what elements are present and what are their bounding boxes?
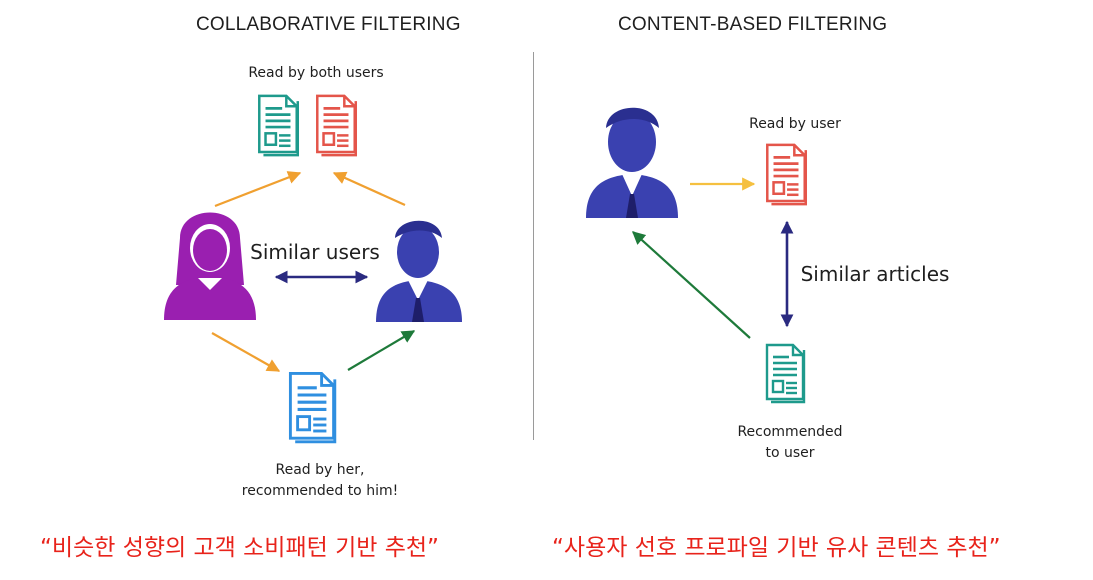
arrow <box>632 231 751 339</box>
recommended-line2: to user <box>765 445 815 461</box>
document-icon <box>288 371 337 444</box>
collaborative-caption: “비슷한 성향의 고객 소비패턴 기반 추천” <box>40 535 439 561</box>
read-by-her-line1: Read by her, <box>275 462 365 478</box>
arrow <box>211 332 281 372</box>
arrow <box>347 330 416 371</box>
read-by-her-line2: recommended to him! <box>241 483 399 499</box>
recommended-line1: Recommended <box>737 424 843 440</box>
read-by-both-label: Read by both users <box>248 65 384 81</box>
document-icon <box>765 343 806 404</box>
arrow <box>332 171 406 207</box>
recommended-to-user-label: Recommended to user <box>720 422 860 464</box>
read-by-her-label: Read by her, recommended to him! <box>220 460 420 502</box>
section-divider <box>533 52 534 440</box>
male-user-icon <box>586 107 678 218</box>
document-icon <box>765 143 808 206</box>
similar-users-label: Similar users <box>250 240 380 264</box>
arrow <box>214 171 302 208</box>
male-user-icon <box>376 220 462 322</box>
document-icon <box>257 94 300 157</box>
read-by-user-label: Read by user <box>749 116 841 132</box>
content-based-caption: “사용자 선호 프로파일 기반 유사 콘텐츠 추천” <box>552 535 1001 561</box>
collaborative-title: COLLABORATIVE FILTERING <box>196 14 461 35</box>
similar-articles-label: Similar articles <box>800 262 950 286</box>
document-icon <box>315 94 358 157</box>
content-based-title: CONTENT-BASED FILTERING <box>618 14 888 35</box>
female-user-icon <box>164 212 256 320</box>
